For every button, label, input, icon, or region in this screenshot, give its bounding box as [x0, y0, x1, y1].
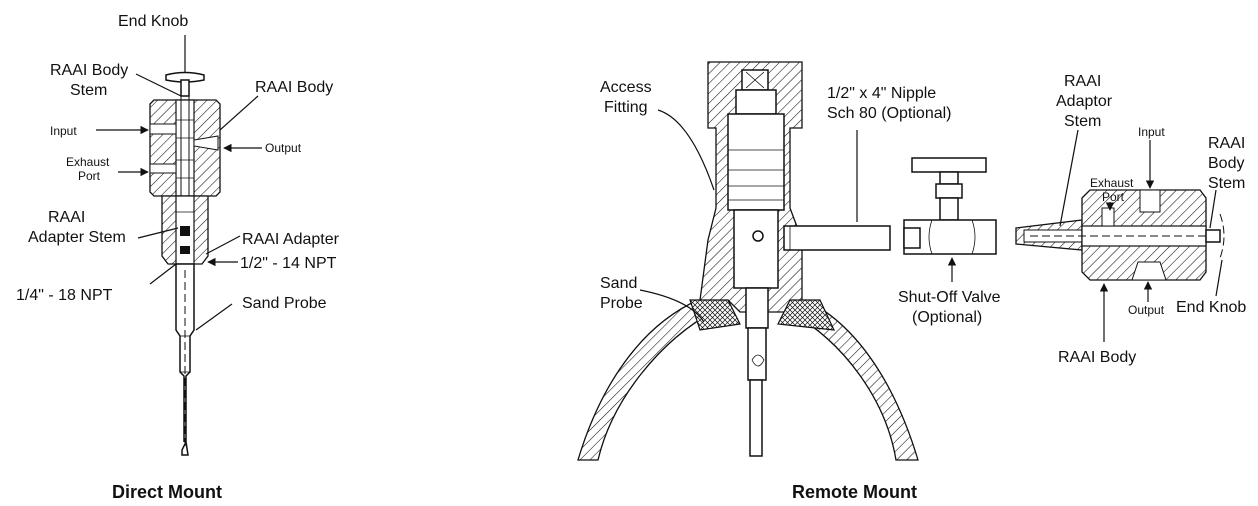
label-remote-body-stem-3: Stem	[1208, 175, 1245, 192]
label-valve-1: Shut-Off Valve	[898, 289, 1001, 306]
direct-end-knob-shape	[165, 71, 205, 97]
label-adapter-stem-2: Adapter Stem	[28, 229, 126, 246]
label-remote-exhaust-2: Port	[1102, 190, 1125, 204]
label-body-stem-2: Stem	[70, 82, 107, 99]
label-exhaust-2: Port	[78, 169, 101, 183]
label-remote-body-stem-1: RAAI	[1208, 135, 1245, 152]
label-exhaust-1: Exhaust	[66, 155, 110, 169]
label-output: Output	[265, 141, 302, 155]
leader-remote-sand-probe	[639, 289, 705, 323]
leader-adapter-stem	[137, 227, 179, 239]
weld-left	[689, 299, 741, 331]
label-body-stem-1: RAAI Body	[50, 62, 128, 79]
nipple-shape	[783, 225, 891, 251]
label-sand-probe: Sand Probe	[242, 295, 327, 312]
leader-remote-body-stem	[1209, 189, 1217, 229]
label-adaptor-1: RAAI	[1064, 73, 1101, 90]
label-remote-raai-body: RAAI Body	[1058, 349, 1136, 366]
label-adaptor-2: Adaptor	[1056, 93, 1113, 110]
label-input: Input	[50, 124, 77, 138]
label-remote-input: Input	[1138, 125, 1165, 139]
label-remote-body-stem-2: Body	[1208, 155, 1244, 172]
leader-raai-adapter	[205, 235, 241, 255]
direct-raai-body-shape	[149, 95, 221, 197]
leader-access-fitting	[657, 109, 715, 191]
direct-sand-probe-shape	[175, 263, 195, 456]
leader-npt-quarter	[149, 263, 177, 285]
label-adaptor-3: Stem	[1064, 113, 1101, 130]
access-fitting-inner	[727, 69, 785, 329]
remote-sand-probe-shape	[747, 327, 767, 457]
label-npt-half: 1/2" - 14 NPT	[240, 255, 337, 272]
label-remote-end-knob: End Knob	[1176, 299, 1246, 316]
pipe-wall-left	[577, 299, 718, 461]
leader-adaptor-stem	[1059, 129, 1079, 227]
label-remote-output: Output	[1128, 303, 1165, 317]
label-raai-adapter: RAAI Adapter	[242, 231, 340, 248]
label-remote-sand-2: Probe	[600, 295, 643, 312]
title-remote-mount: Remote Mount	[792, 482, 917, 502]
label-npt-quarter: 1/4" - 18 NPT	[16, 287, 113, 304]
label-nipple-2: Sch 80 (Optional)	[827, 105, 952, 122]
leader-body-stem	[135, 73, 182, 97]
leader-sand-probe	[195, 303, 233, 331]
label-access-1: Access	[600, 79, 652, 96]
weld-right	[777, 299, 835, 331]
direct-mount-group: End Knob RAAI Body Stem RAAI Body Input …	[16, 13, 340, 502]
label-valve-2: (Optional)	[912, 309, 982, 326]
label-raai-body: RAAI Body	[255, 79, 333, 96]
label-nipple-1: 1/2" x 4" Nipple	[827, 85, 936, 102]
label-remote-sand-1: Sand	[600, 275, 637, 292]
remote-mount-group: Access Fitting 1/2" x 4" Nipple Sch 80 (…	[577, 61, 1246, 502]
direct-adapter-shape	[161, 195, 209, 265]
label-adapter-stem-1: RAAI	[48, 209, 85, 226]
label-remote-exhaust-1: Exhaust	[1090, 176, 1134, 190]
shutoff-valve-shape	[903, 157, 997, 255]
title-direct-mount: Direct Mount	[112, 482, 222, 502]
leader-remote-end-knob	[1215, 259, 1223, 297]
label-end-knob: End Knob	[118, 13, 188, 30]
remote-raai-assembly	[1015, 189, 1225, 281]
label-access-2: Fitting	[604, 99, 648, 116]
leader-raai-body	[219, 95, 259, 131]
